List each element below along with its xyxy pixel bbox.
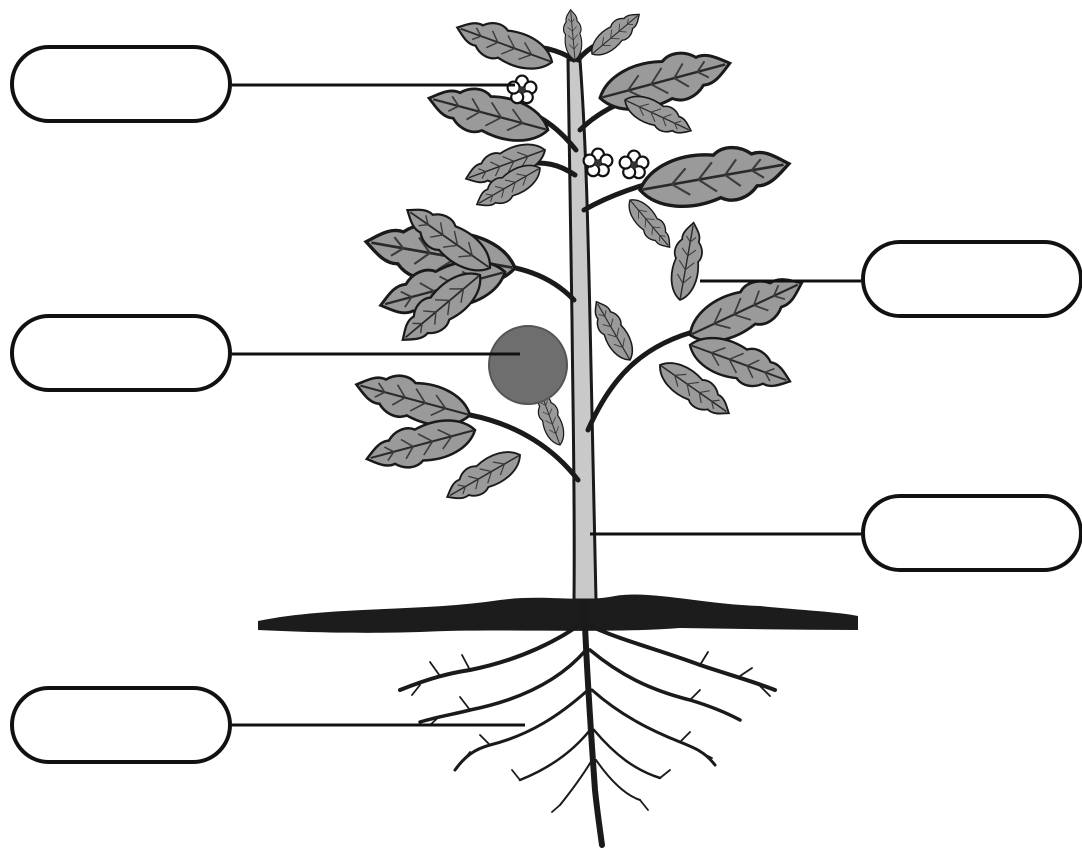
stem	[568, 60, 596, 600]
leaf-label-box[interactable]	[861, 240, 1082, 318]
flower-label-box[interactable]	[10, 45, 232, 123]
tomato-fruit	[489, 326, 567, 404]
soil-line	[258, 595, 858, 633]
fruit-label-box[interactable]	[10, 314, 232, 392]
roots	[400, 600, 775, 845]
root-label-box[interactable]	[10, 686, 232, 764]
stem-label-box[interactable]	[861, 494, 1082, 572]
